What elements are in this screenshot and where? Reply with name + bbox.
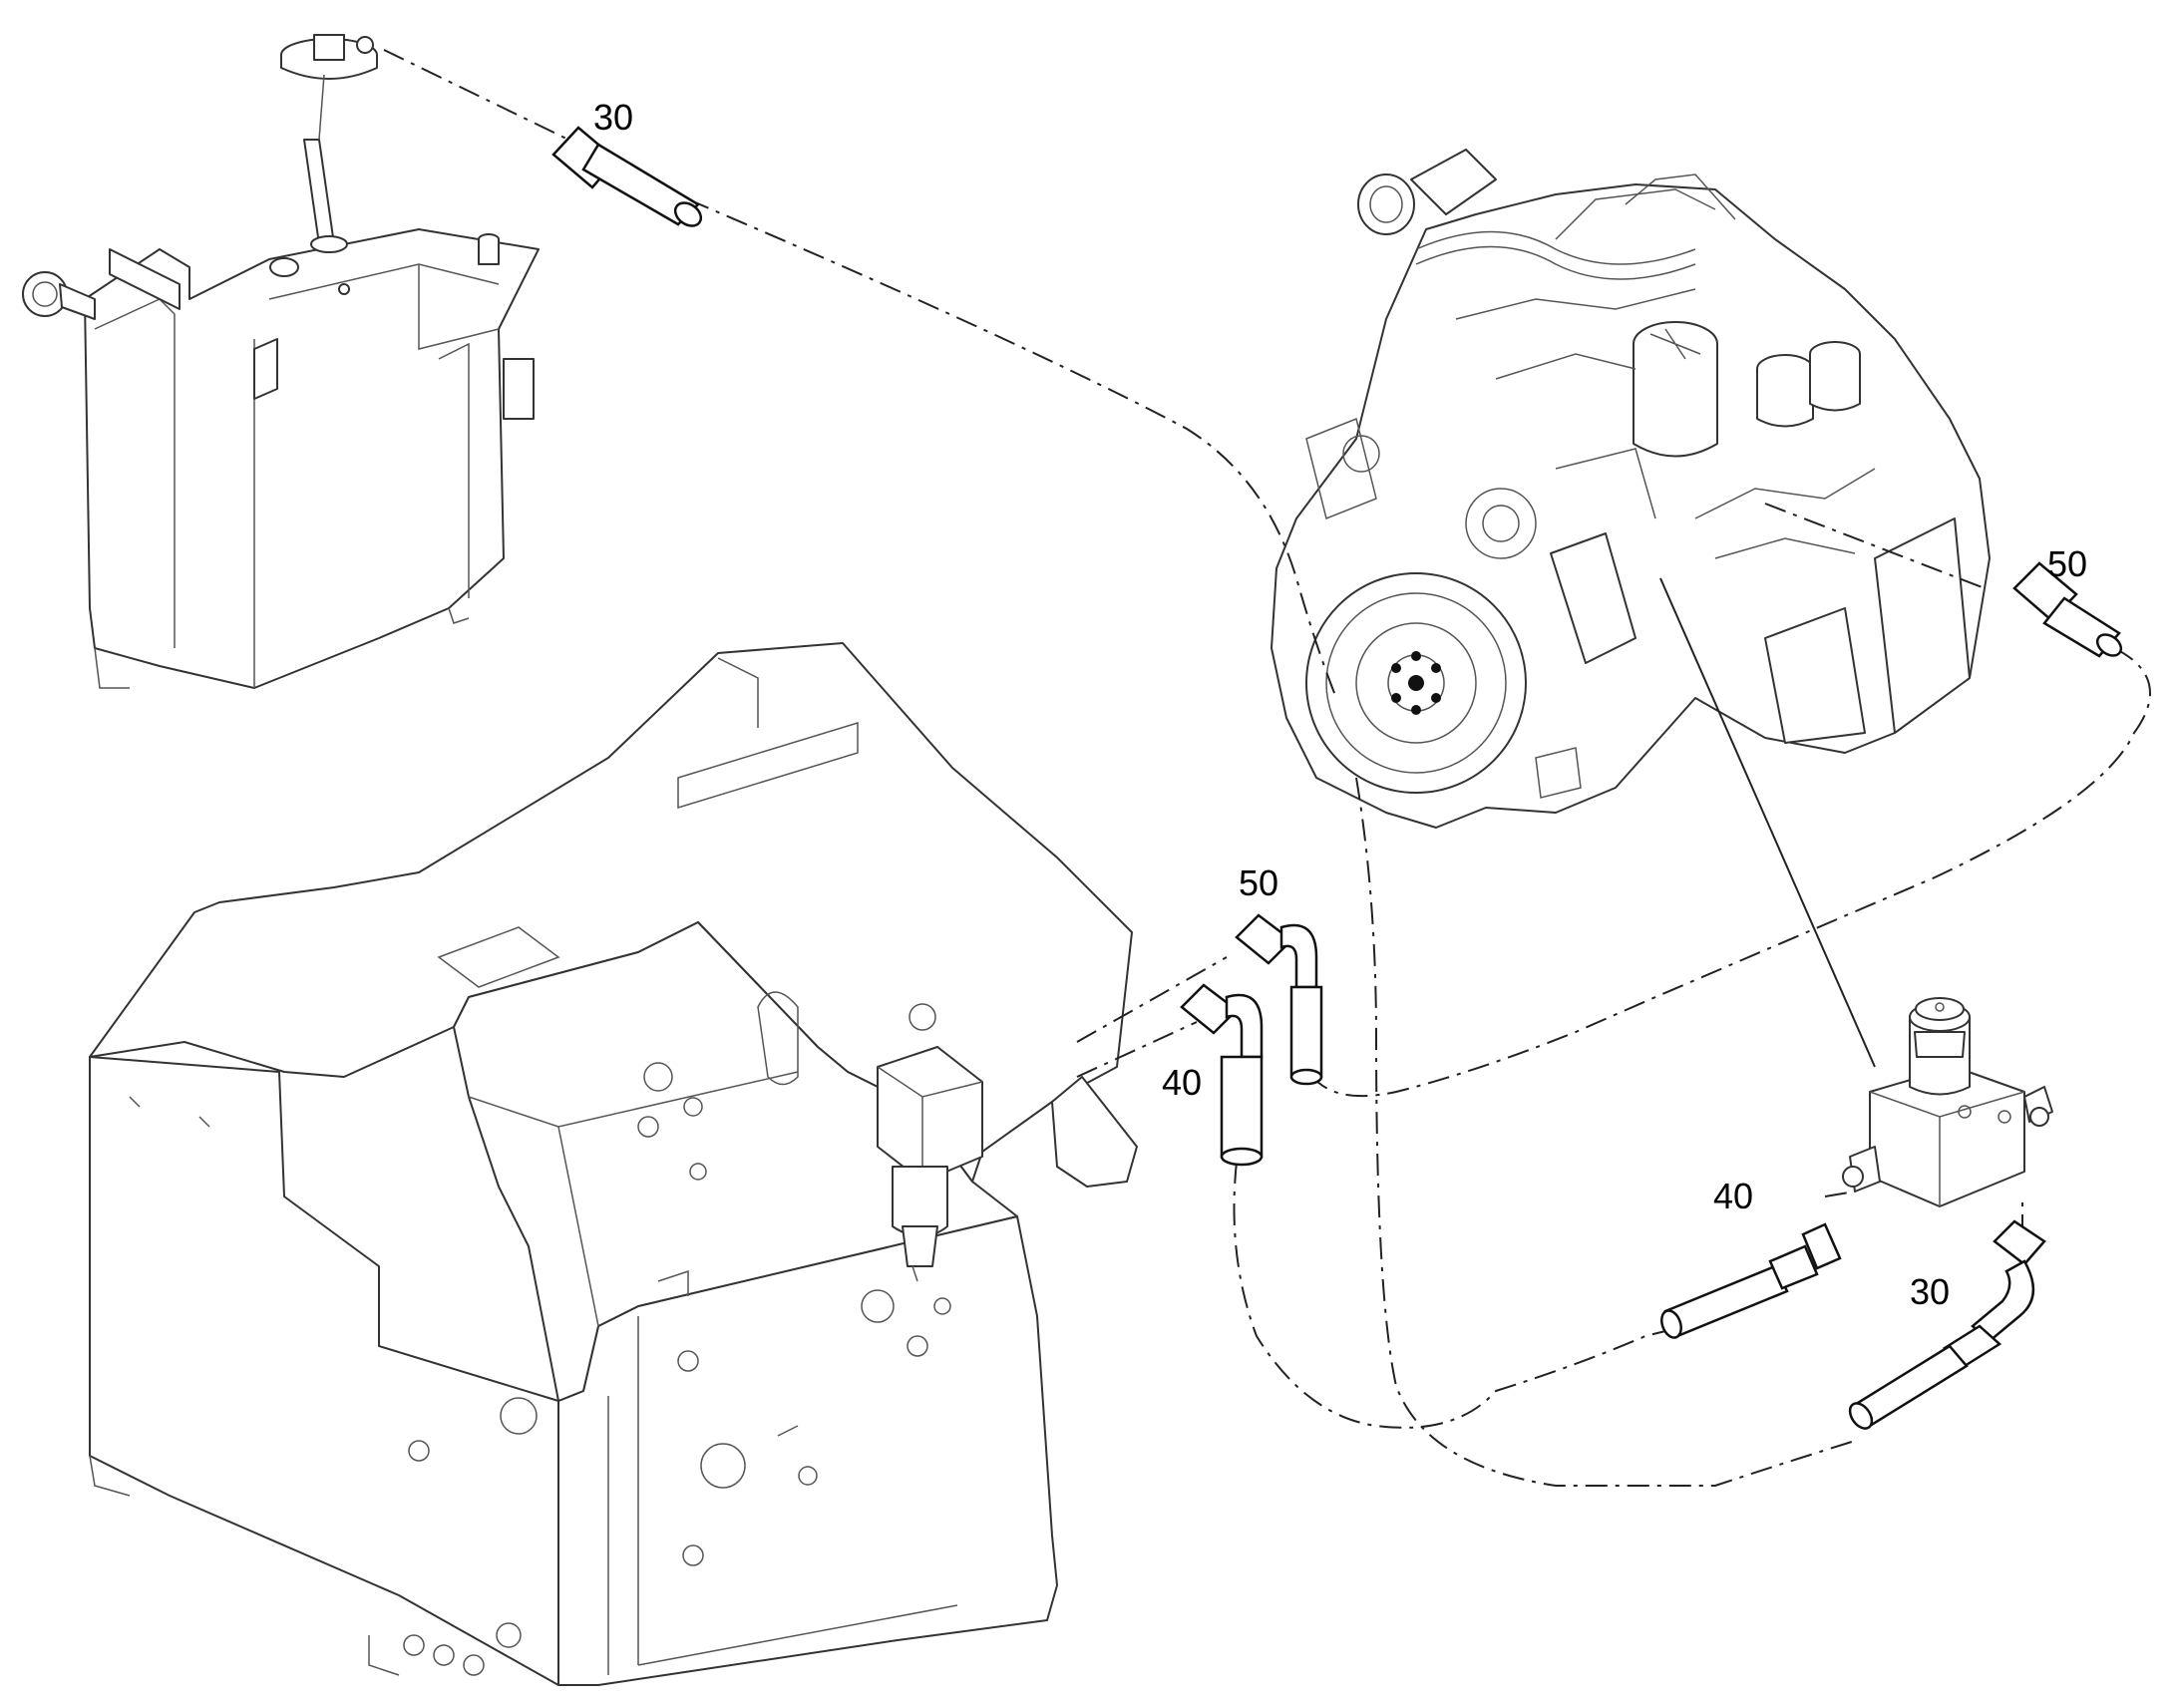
hose-50-engine-right [2012, 561, 2123, 658]
hose-30-top [551, 126, 703, 227]
fuel-valve-block [1842, 997, 2053, 1207]
elbow-50-upper [1235, 913, 1323, 1086]
hose-30-elbow-lower-right [1848, 1219, 2046, 1430]
engine-assembly [1271, 149, 1991, 829]
elbow-40-lower [1180, 983, 1264, 1167]
filler-cap-icon [22, 271, 96, 320]
chassis-frame [89, 642, 1138, 1686]
callout-40-hose-straight: 40 [1713, 1176, 1753, 1216]
callout-50-elbow-upper: 50 [1239, 862, 1278, 903]
callout-30-hose-elbow: 30 [1910, 1271, 1950, 1312]
callout-40-elbow-lower: 40 [1162, 1062, 1202, 1103]
hose-routing-lines [383, 49, 2151, 1487]
callout-30-top: 30 [593, 97, 633, 138]
hose-40-straight [1660, 1222, 1842, 1339]
fuel-filter-icon [877, 1046, 983, 1282]
valve-knob-icon [1909, 997, 1971, 1096]
flywheel-icon [1305, 572, 1527, 794]
fuel-tank [22, 34, 540, 689]
callout-50-engine-right: 50 [2047, 543, 2087, 584]
